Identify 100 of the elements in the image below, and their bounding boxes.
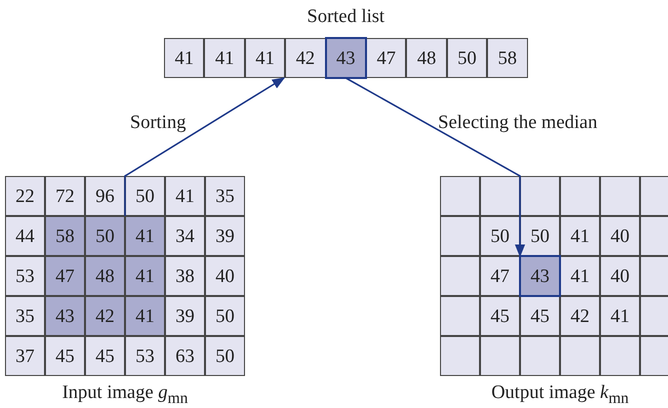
value-cell (5, 336, 45, 376)
value-cell (45, 296, 85, 336)
value-cell (205, 256, 245, 296)
pixel-value: 50 (457, 48, 476, 68)
value-cell (165, 216, 205, 256)
value-cell (520, 296, 560, 336)
pixel-value: 41 (255, 48, 274, 68)
value-cell (560, 256, 600, 296)
pixel-value: 58 (56, 226, 74, 246)
value-cell (125, 176, 165, 216)
value-cell (85, 296, 125, 336)
pixel-value: 35 (216, 186, 234, 206)
pixel-value: 37 (16, 346, 34, 366)
pixel-value: 39 (176, 306, 194, 326)
pixel-value: 45 (96, 346, 114, 366)
value-cell (600, 256, 640, 296)
pixel-value: 40 (610, 266, 630, 286)
value-cell (487, 38, 528, 78)
pixel-value: 43 (530, 266, 550, 286)
value-cell (205, 336, 245, 376)
pixel-value: 96 (96, 186, 114, 206)
pixel-value: 50 (96, 226, 114, 246)
value-cell (560, 296, 600, 336)
value-cell (446, 38, 488, 78)
value-cell (366, 38, 406, 78)
value-cell (164, 38, 204, 78)
pixel-value: 47 (376, 48, 396, 68)
pixel-value: 42 (570, 306, 590, 326)
grid-label: Input image g$_{mn}$ (61, 382, 189, 408)
value-cell (85, 216, 125, 256)
grid-label: Sorted list (306, 6, 386, 28)
pixel-value: 41 (610, 306, 630, 326)
pixel-value: 53 (136, 346, 154, 366)
edge-label: Sorting (128, 112, 188, 134)
pixel-value: 47 (490, 266, 510, 286)
value-cell (326, 38, 366, 78)
grid-label: Output image k$_{mn}$ (490, 382, 630, 408)
value-cell (406, 38, 447, 78)
pixel-value: 63 (176, 346, 194, 366)
pixel-value: 45 (56, 346, 74, 366)
pixel-value: 48 (96, 266, 114, 286)
value-cell (165, 336, 205, 376)
pixel-value: 34 (176, 226, 194, 246)
value-cell (125, 296, 165, 336)
value-cell (85, 176, 125, 216)
value-cell (125, 256, 165, 296)
pixel-value: 44 (16, 226, 34, 246)
pixel-value: 41 (570, 226, 590, 246)
pixel-value: 58 (498, 48, 517, 68)
pixel-value: 40 (216, 266, 234, 286)
pixel-value: 45 (490, 306, 510, 326)
value-cell (5, 176, 45, 216)
value-cell (480, 296, 520, 336)
value-cell (165, 176, 205, 216)
value-cell (85, 336, 125, 376)
pixel-value: 41 (570, 266, 590, 286)
pixel-value: 42 (96, 306, 114, 326)
arrow (124, 77, 286, 216)
pixel-value: 41 (136, 226, 154, 246)
value-cell (520, 216, 560, 256)
value-cell (560, 216, 600, 256)
arrow (345, 77, 526, 258)
pixel-value: 40 (610, 226, 630, 246)
value-cell (205, 176, 245, 216)
pixel-value: 35 (16, 306, 34, 326)
pixel-value: 38 (176, 266, 194, 286)
value-cell (520, 256, 560, 296)
pixel-value: 22 (16, 186, 34, 206)
pixel-value: 43 (56, 306, 74, 326)
pixel-value: 45 (530, 306, 550, 326)
edge-label: Selecting the median (436, 112, 600, 134)
value-cell (480, 256, 520, 296)
value-cell (165, 256, 205, 296)
pixel-value: 47 (56, 266, 74, 286)
filter-window (45, 216, 165, 336)
pixel-value: 50 (216, 306, 234, 326)
pixel-value: 41 (136, 266, 154, 286)
pixel-value: 50 (490, 226, 510, 246)
value-cell (5, 296, 45, 336)
pixel-value: 50 (530, 226, 550, 246)
value-cell (600, 296, 640, 336)
value-cell (204, 38, 245, 78)
value-cell (125, 336, 165, 376)
pixel-value: 41 (176, 186, 194, 206)
value-cell (5, 216, 45, 256)
value-cell (205, 216, 245, 256)
pixel-value: 42 (296, 48, 315, 68)
pixel-value: 50 (136, 186, 154, 206)
pixel-value: 72 (56, 186, 74, 206)
value-cell (5, 256, 45, 296)
pixel-value: 48 (417, 48, 436, 68)
value-cell (600, 216, 640, 256)
value-cell (244, 38, 286, 78)
pixel-value: 50 (216, 346, 234, 366)
value-cell (45, 176, 85, 216)
pixel-value: 39 (216, 226, 234, 246)
value-cell (45, 256, 85, 296)
pixel-value: 53 (16, 266, 34, 286)
pixel-value: 41 (174, 48, 194, 68)
pixel-value: 43 (336, 48, 356, 68)
